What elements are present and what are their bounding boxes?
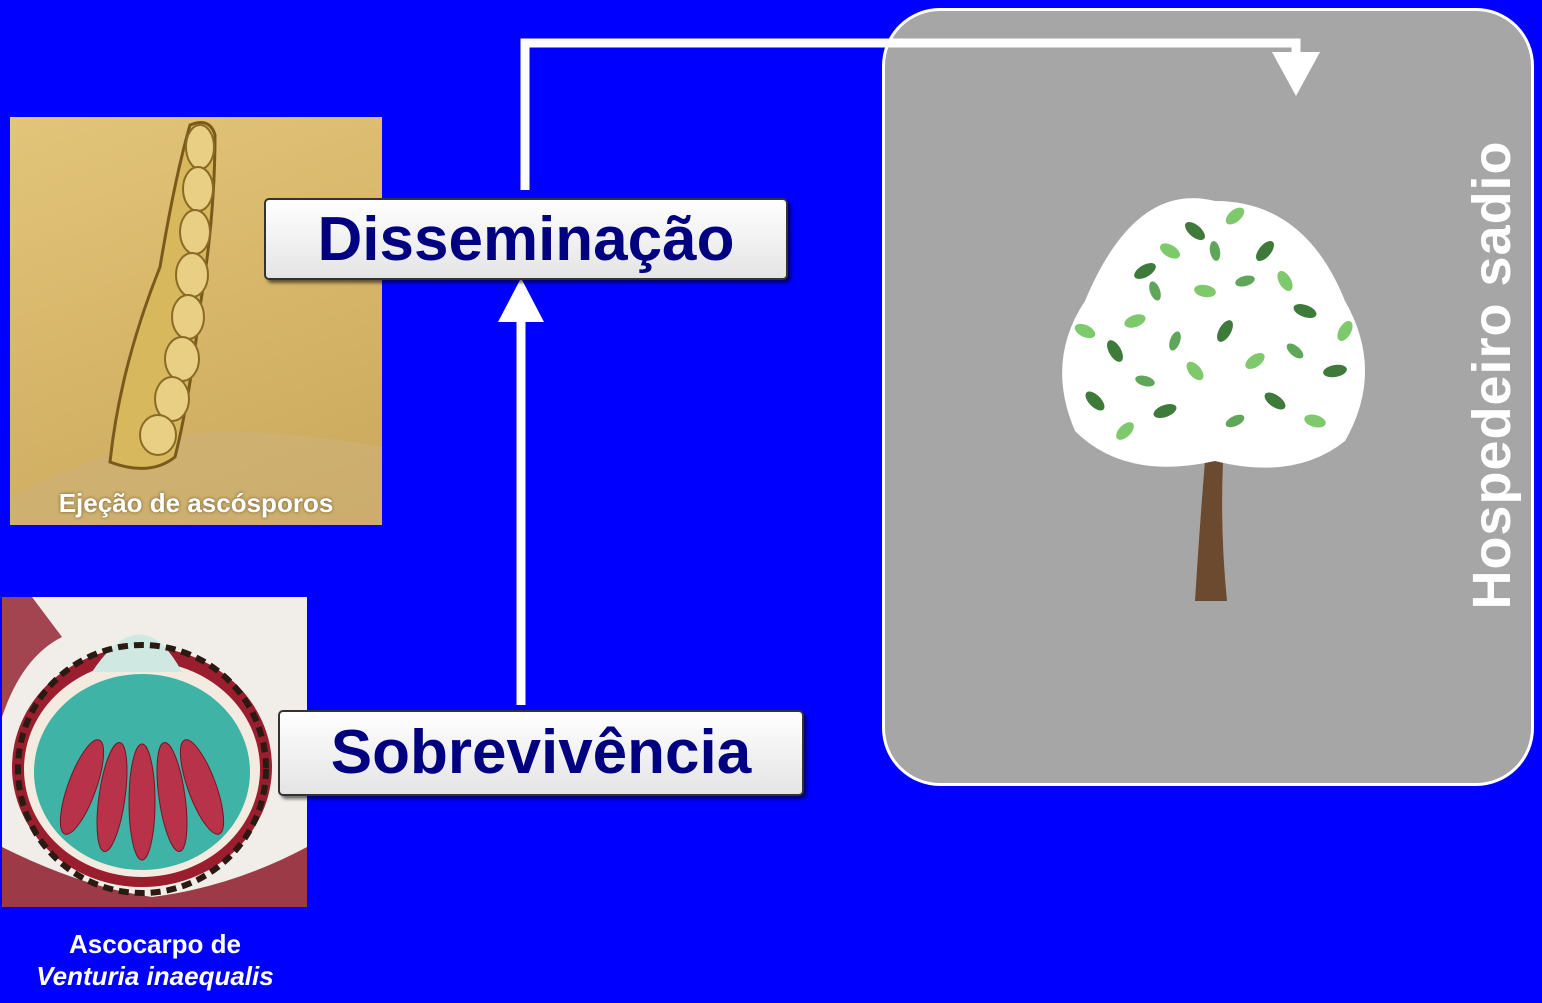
ascocarp-caption: Ascocarpo de Venturia inaequalis <box>0 928 310 992</box>
ascospore-ejection-caption: Ejeção de ascósporos <box>58 488 334 518</box>
ascocarp-caption-line1: Ascocarpo de <box>69 929 241 959</box>
tree-icon <box>1062 198 1365 601</box>
dissemination-to-host-arrow <box>520 38 1320 190</box>
survival-to-dissemination-arrow <box>498 278 544 705</box>
dissemination-stage-label: Disseminação <box>264 198 788 280</box>
ascospore-ejection-image: Ejeção de ascósporos <box>10 117 382 525</box>
survival-stage-label: Sobrevivência <box>278 710 804 796</box>
ascocarp-caption-species: Venturia inaequalis <box>36 961 274 991</box>
host-panel <box>882 8 1534 786</box>
ascocarp-image <box>2 597 307 907</box>
